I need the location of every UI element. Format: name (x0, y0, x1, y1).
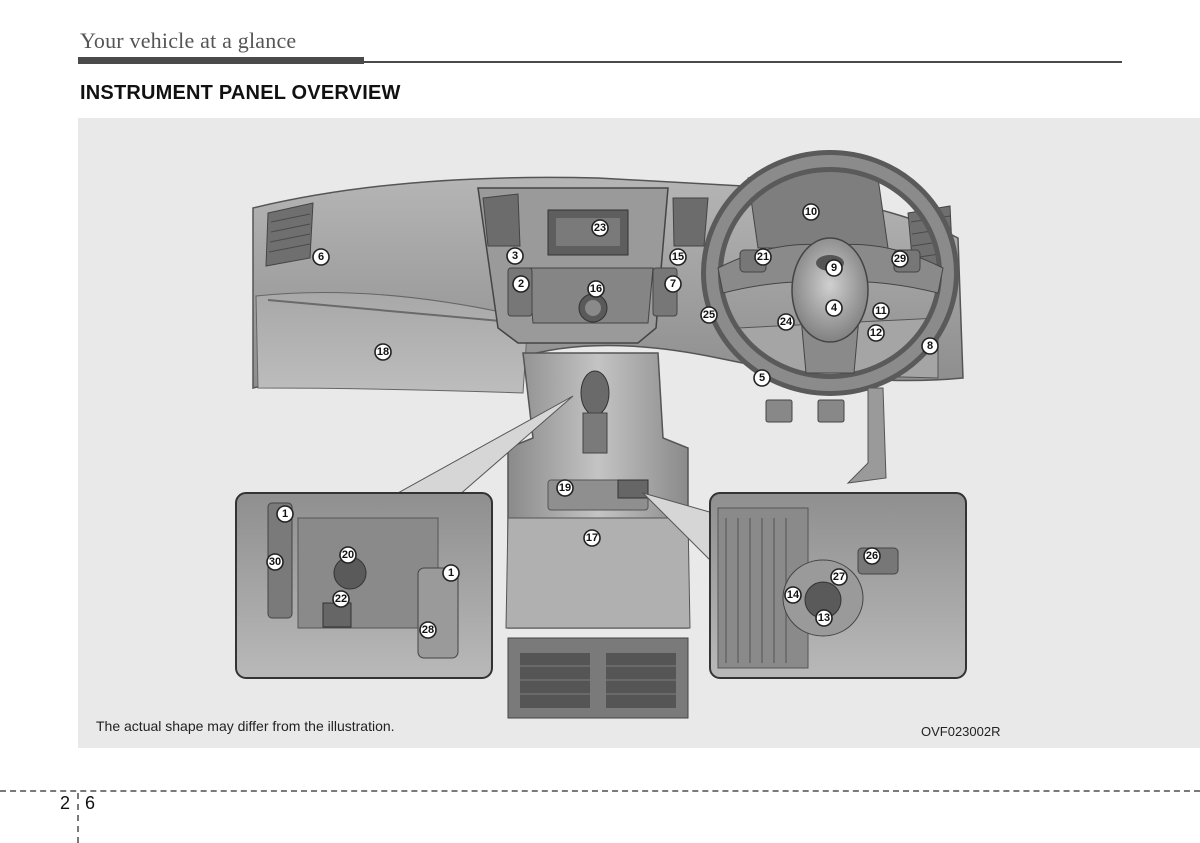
svg-text:30: 30 (269, 556, 281, 568)
svg-text:29: 29 (894, 253, 906, 265)
callout-28: 28 (419, 621, 437, 639)
page-number-divider (77, 793, 79, 843)
svg-text:14: 14 (787, 589, 800, 601)
callout-2: 2 (512, 275, 530, 293)
callout-27: 27 (830, 568, 848, 586)
instrument-panel-illustration: 1 1 2 3 4 5 6 7 8 9 10 11 12 13 14 15 16… (235, 150, 967, 719)
instrument-panel-figure: 1 1 2 3 4 5 6 7 8 9 10 11 12 13 14 15 16… (78, 118, 1200, 748)
callout-9: 9 (825, 259, 843, 277)
svg-text:25: 25 (703, 309, 715, 321)
chapter-number: 2 (60, 793, 71, 813)
callout-16: 16 (587, 280, 605, 298)
callout-29: 29 (891, 250, 909, 268)
callouts: 1 1 2 3 4 5 6 7 8 9 10 11 12 13 14 15 16… (266, 203, 939, 639)
page-number: 6 (85, 793, 96, 813)
callout-22: 22 (332, 590, 350, 608)
callout-30: 30 (266, 553, 284, 571)
svg-text:19: 19 (559, 482, 571, 494)
svg-text:11: 11 (875, 305, 887, 317)
svg-text:4: 4 (831, 302, 838, 314)
callout-26: 26 (863, 547, 881, 565)
svg-text:18: 18 (377, 346, 389, 358)
callout-13: 13 (815, 609, 833, 627)
svg-text:28: 28 (422, 624, 434, 636)
svg-text:22: 22 (335, 593, 347, 605)
svg-text:7: 7 (670, 278, 676, 290)
callout-12: 12 (867, 324, 885, 342)
callout-17: 17 (583, 529, 601, 547)
callout-3: 3 (506, 247, 524, 265)
svg-text:5: 5 (759, 372, 765, 384)
svg-text:6: 6 (318, 251, 324, 263)
callout-14: 14 (784, 586, 802, 604)
callout-18: 18 (374, 343, 392, 361)
svg-text:21: 21 (757, 251, 769, 263)
svg-text:23: 23 (594, 222, 606, 234)
steering-wheel (701, 150, 959, 396)
section-heading: INSTRUMENT PANEL OVERVIEW (80, 82, 401, 104)
callout-15: 15 (669, 248, 687, 266)
svg-text:13: 13 (818, 612, 830, 624)
callout-8: 8 (921, 337, 939, 355)
svg-text:20: 20 (342, 549, 354, 561)
callout-5: 5 (753, 369, 771, 387)
brake-pedal (765, 399, 793, 423)
svg-text:1: 1 (448, 567, 454, 579)
figure-caption: The actual shape may differ from the ill… (96, 718, 395, 734)
svg-text:1: 1 (282, 508, 288, 520)
svg-text:24: 24 (780, 316, 793, 328)
svg-text:12: 12 (870, 327, 882, 339)
svg-text:27: 27 (833, 571, 845, 583)
svg-text:2: 2 (518, 278, 524, 290)
svg-text:10: 10 (805, 206, 817, 218)
footer-divider (0, 790, 1200, 792)
header-rule-thin (364, 61, 1122, 63)
callout-20: 20 (339, 546, 357, 564)
chapter-title: Your vehicle at a glance (80, 28, 297, 53)
callout-24: 24 (777, 313, 795, 331)
svg-text:26: 26 (866, 550, 878, 562)
svg-text:9: 9 (831, 262, 837, 274)
callout-1b: 1 (442, 564, 460, 582)
callout-23: 23 (591, 219, 609, 237)
svg-text:3: 3 (512, 250, 518, 262)
header-rule-thick (78, 57, 364, 64)
callout-11: 11 (872, 302, 890, 320)
callout-6: 6 (312, 248, 330, 266)
callout-25: 25 (700, 306, 718, 324)
callout-7: 7 (664, 275, 682, 293)
figure-code: OVF023002R (921, 724, 1001, 739)
callout-21: 21 (754, 248, 772, 266)
svg-text:8: 8 (927, 340, 933, 352)
svg-text:15: 15 (672, 251, 684, 263)
callout-19: 19 (556, 479, 574, 497)
left-detail-inset (235, 492, 493, 679)
callout-1a: 1 (276, 505, 294, 523)
svg-text:17: 17 (586, 532, 598, 544)
foot-rest (846, 387, 887, 484)
svg-text:16: 16 (590, 283, 602, 295)
callout-10: 10 (802, 203, 820, 221)
callout-4: 4 (825, 299, 843, 317)
accelerator-pedal (817, 399, 845, 423)
